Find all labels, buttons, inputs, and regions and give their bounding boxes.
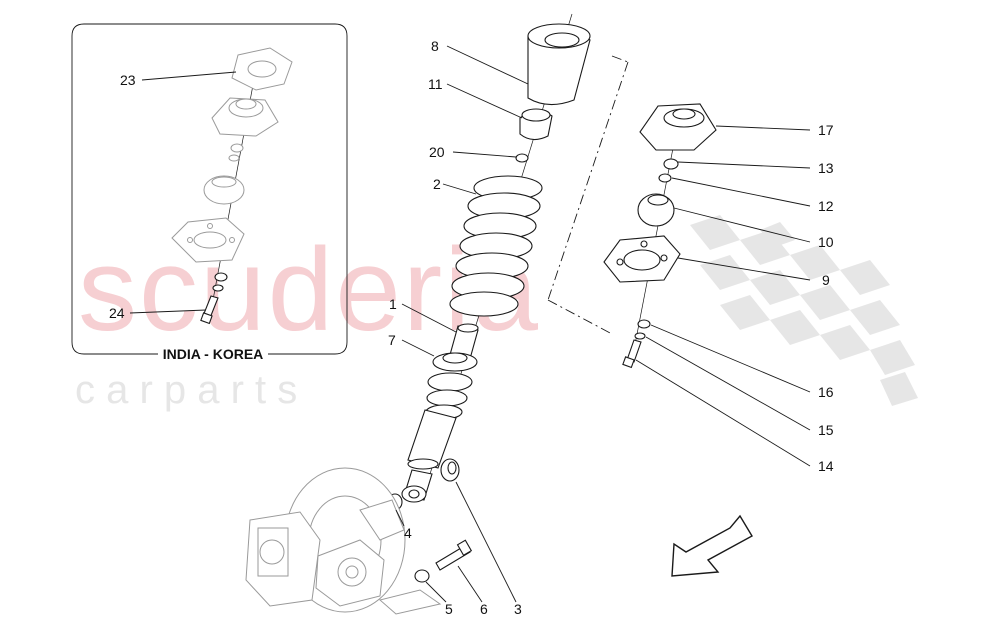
bushing: [440, 458, 460, 482]
callout-12: 12: [818, 198, 834, 214]
checkered-flag-watermark: [690, 215, 918, 406]
callout-6: 6: [480, 601, 488, 617]
callout-11: 11: [428, 76, 443, 92]
center-assembly: [387, 13, 591, 583]
inset-washers: [212, 272, 228, 292]
callout-1: 1: [389, 296, 397, 312]
callout-7: 7: [388, 332, 396, 348]
dust-boot: [527, 23, 591, 106]
plate-bolt: [622, 339, 642, 369]
spring-seat: [432, 352, 478, 372]
plate-washer: [637, 319, 651, 329]
inset-bump-rubber: [203, 175, 245, 205]
inset-bolt: [200, 295, 219, 325]
mount-nut: [663, 158, 679, 170]
callout-17: 17: [818, 122, 834, 138]
callout-23: 23: [120, 72, 136, 88]
callout-10: 10: [818, 234, 834, 250]
callout-14: 14: [818, 458, 834, 474]
callout-20: 20: [429, 144, 445, 160]
damper-tube: [407, 409, 457, 470]
lower-eye: [401, 469, 433, 503]
watermark-tagline: c a r p a r t s: [75, 368, 297, 412]
coil-spring: [449, 175, 543, 317]
bump-stop: [519, 108, 553, 141]
plate-spring-washer: [634, 332, 646, 340]
front-direction-arrow-icon: [671, 514, 753, 577]
right-assembly: [603, 103, 717, 369]
inset-panel: INDIA - KOREA: [71, 23, 348, 362]
inset-gasket-plate: [231, 47, 293, 91]
mount-washer: [658, 173, 672, 183]
inset-top-mount: [211, 97, 279, 137]
right-axis: [631, 111, 681, 361]
inset-title: INDIA - KOREA: [163, 346, 264, 362]
callout-2: 2: [433, 176, 441, 192]
top-mount: [639, 103, 717, 151]
callout-15: 15: [818, 422, 834, 438]
inset-mounting-plate: [171, 217, 245, 263]
mounting-plate: [603, 235, 681, 283]
brake-hub-assembly: [245, 467, 442, 615]
callout-4: 4: [404, 525, 412, 541]
top-nut: [515, 153, 529, 163]
callout-5: 5: [445, 601, 453, 617]
callout-3: 3: [514, 601, 522, 617]
callout-9: 9: [822, 272, 830, 288]
callout-8: 8: [431, 38, 439, 54]
callout-13: 13: [818, 160, 834, 176]
lower-bolt: [435, 539, 473, 571]
inset-nut: [228, 143, 244, 162]
callout-24: 24: [109, 305, 125, 321]
lower-bumper: [425, 372, 473, 420]
mount-bump-rubber: [637, 193, 675, 227]
lower-nut: [414, 569, 430, 583]
leader-lines: [129, 45, 811, 603]
callout-16: 16: [818, 384, 834, 400]
callout-labels: 23 24 8 11 20 2 1 7 4 5 6 3 17 13 12 10 …: [109, 38, 834, 617]
reference-bracket: [547, 55, 629, 335]
